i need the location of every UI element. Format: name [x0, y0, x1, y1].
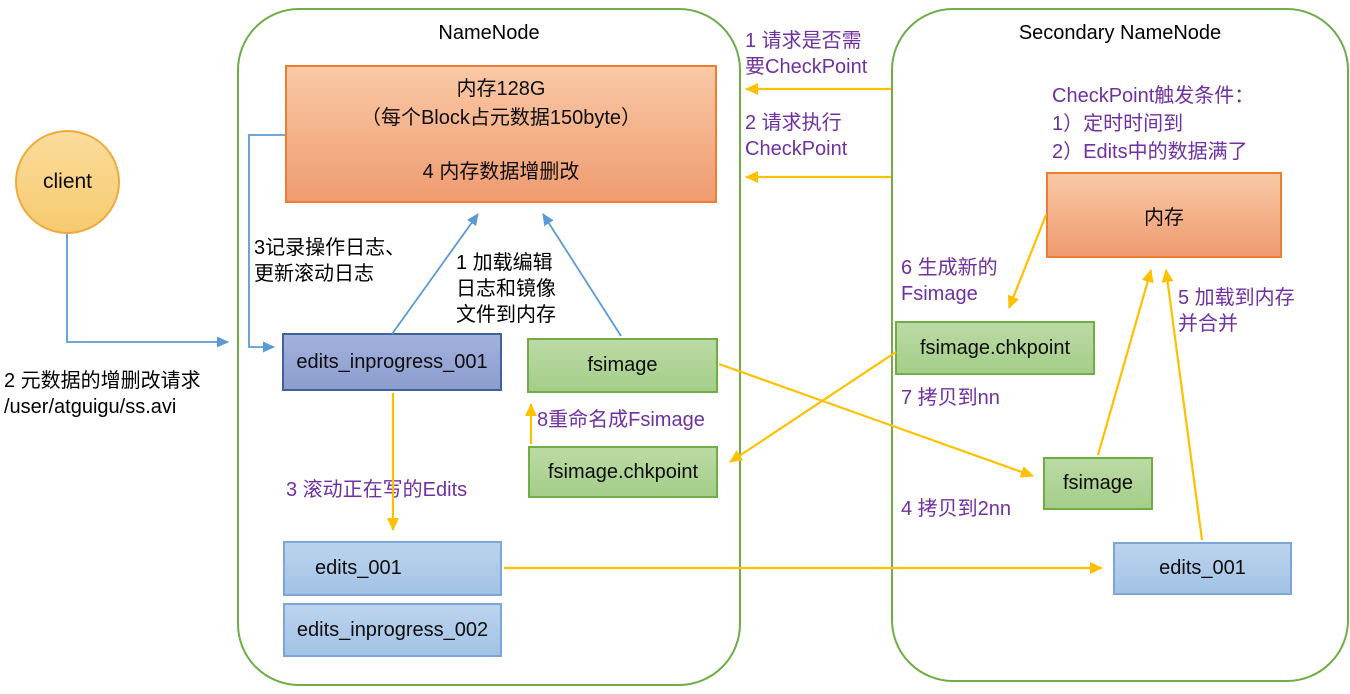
checkpoint-trigger-note: CheckPoint触发条件： 1）定时时间到 2）Edits中的数据满了 [1052, 82, 1254, 166]
trigger-line3: 2）Edits中的数据满了 [1052, 141, 1248, 163]
edits-inprogress-001-label: edits_inprogress_001 [296, 350, 488, 373]
load-merge-line2: 并合并 [1178, 313, 1238, 335]
secondary-namenode-title: Secondary NameNode [1018, 22, 1222, 44]
request-checkpoint-note: 1 请求是否需 要CheckPoint [745, 28, 867, 80]
node-box-2nn-edits-001: edits_001 [1113, 542, 1292, 595]
namenode-memory-line2: （每个Block占元数据150byte） [360, 107, 642, 129]
rename-note: 8重命名成Fsimage [537, 409, 705, 431]
request-checkpoint-line2: 要CheckPoint [745, 56, 868, 78]
node-box-2nn-fsimage: fsimage [1043, 457, 1153, 510]
client-label: client [42, 170, 93, 193]
client-request-line1: 2 元数据的增删改请求 [4, 370, 201, 392]
arrow-client-request [66, 234, 229, 348]
namenode-memory-box: 内存128G （每个Block占元数据150byte） 4 内存数据增删改 [285, 65, 717, 203]
namenode-memory-line1: 内存128G [456, 78, 546, 100]
namenode-memory-line3: 4 内存数据增删改 [422, 161, 580, 183]
client-request-note: 2 元数据的增删改请求 /user/atguigu/ss.avi [4, 368, 201, 420]
nn-fsimage-chkpoint-label: fsimage.chkpoint [547, 460, 699, 483]
namenode-container: NameNode [237, 8, 741, 686]
client-request-line2: /user/atguigu/ss.avi [4, 396, 177, 418]
load-note-line1: 1 加载编辑 [456, 252, 553, 274]
roll-note: 3 滚动正在写的Edits [286, 479, 468, 501]
namenode-title: NameNode [438, 22, 540, 44]
2nn-fsimage-label: fsimage [1062, 472, 1134, 494]
exec-checkpoint-line2: CheckPoint [745, 138, 848, 160]
load-note: 1 加载编辑 日志和镜像 文件到内存 [456, 250, 556, 328]
log-note-line2: 更新滚动日志 [254, 263, 374, 285]
exec-checkpoint-line1: 2 请求执行 [745, 112, 842, 134]
node-box-nn-fsimage: fsimage [527, 338, 718, 393]
client-node: client [15, 130, 120, 234]
node-box-2nn-memory: 内存 [1046, 172, 1282, 258]
2nn-edits-001-label: edits_001 [1159, 557, 1246, 579]
load-merge-line1: 5 加载到内存 [1178, 287, 1295, 309]
trigger-line1: CheckPoint触发条件： [1052, 85, 1255, 107]
trigger-line2: 1）定时时间到 [1052, 113, 1184, 135]
edits-inprogress-002-label: edits_inprogress_002 [296, 618, 489, 641]
exec-checkpoint-note: 2 请求执行 CheckPoint [745, 110, 847, 162]
load-note-line2: 日志和镜像 [456, 278, 556, 300]
load-note-line3: 文件到内存 [456, 304, 556, 326]
nn-fsimage-label: fsimage [587, 354, 658, 376]
load-merge-note: 5 加载到内存 并合并 [1178, 285, 1295, 337]
node-box-2nn-fsimage-chkpoint: fsimage.chkpoint [895, 321, 1095, 375]
generate-fsimage-line1: 6 生成新的 [901, 257, 998, 279]
node-box-nn-edits-001: edits_001 [283, 541, 502, 596]
2nn-fsimage-chkpoint-label: fsimage.chkpoint [919, 336, 1071, 359]
secondary-namenode-container: Secondary NameNode [891, 8, 1349, 682]
log-note-line1: 3记录操作日志、 [254, 237, 406, 259]
log-note: 3记录操作日志、 更新滚动日志 [254, 235, 405, 287]
node-box-edits-inprogress-002: edits_inprogress_002 [283, 603, 502, 657]
copy-to-nn-note: 7 拷贝到nn [901, 387, 1000, 409]
generate-fsimage-line2: Fsimage [901, 283, 978, 305]
copy-to-2nn-note: 4 拷贝到2nn [901, 498, 1012, 520]
node-box-edits-inprogress-001: edits_inprogress_001 [282, 333, 502, 391]
secondary-memory-label: 内存 [1144, 206, 1184, 229]
request-checkpoint-line1: 1 请求是否需 [745, 30, 862, 52]
generate-fsimage-note: 6 生成新的 Fsimage [901, 255, 998, 307]
arrow-copy-chkpoint-to-nn [729, 351, 897, 463]
node-box-nn-fsimage-chkpoint: fsimage.chkpoint [528, 446, 718, 498]
nn-edits-001-label: edits_001 [315, 557, 402, 579]
